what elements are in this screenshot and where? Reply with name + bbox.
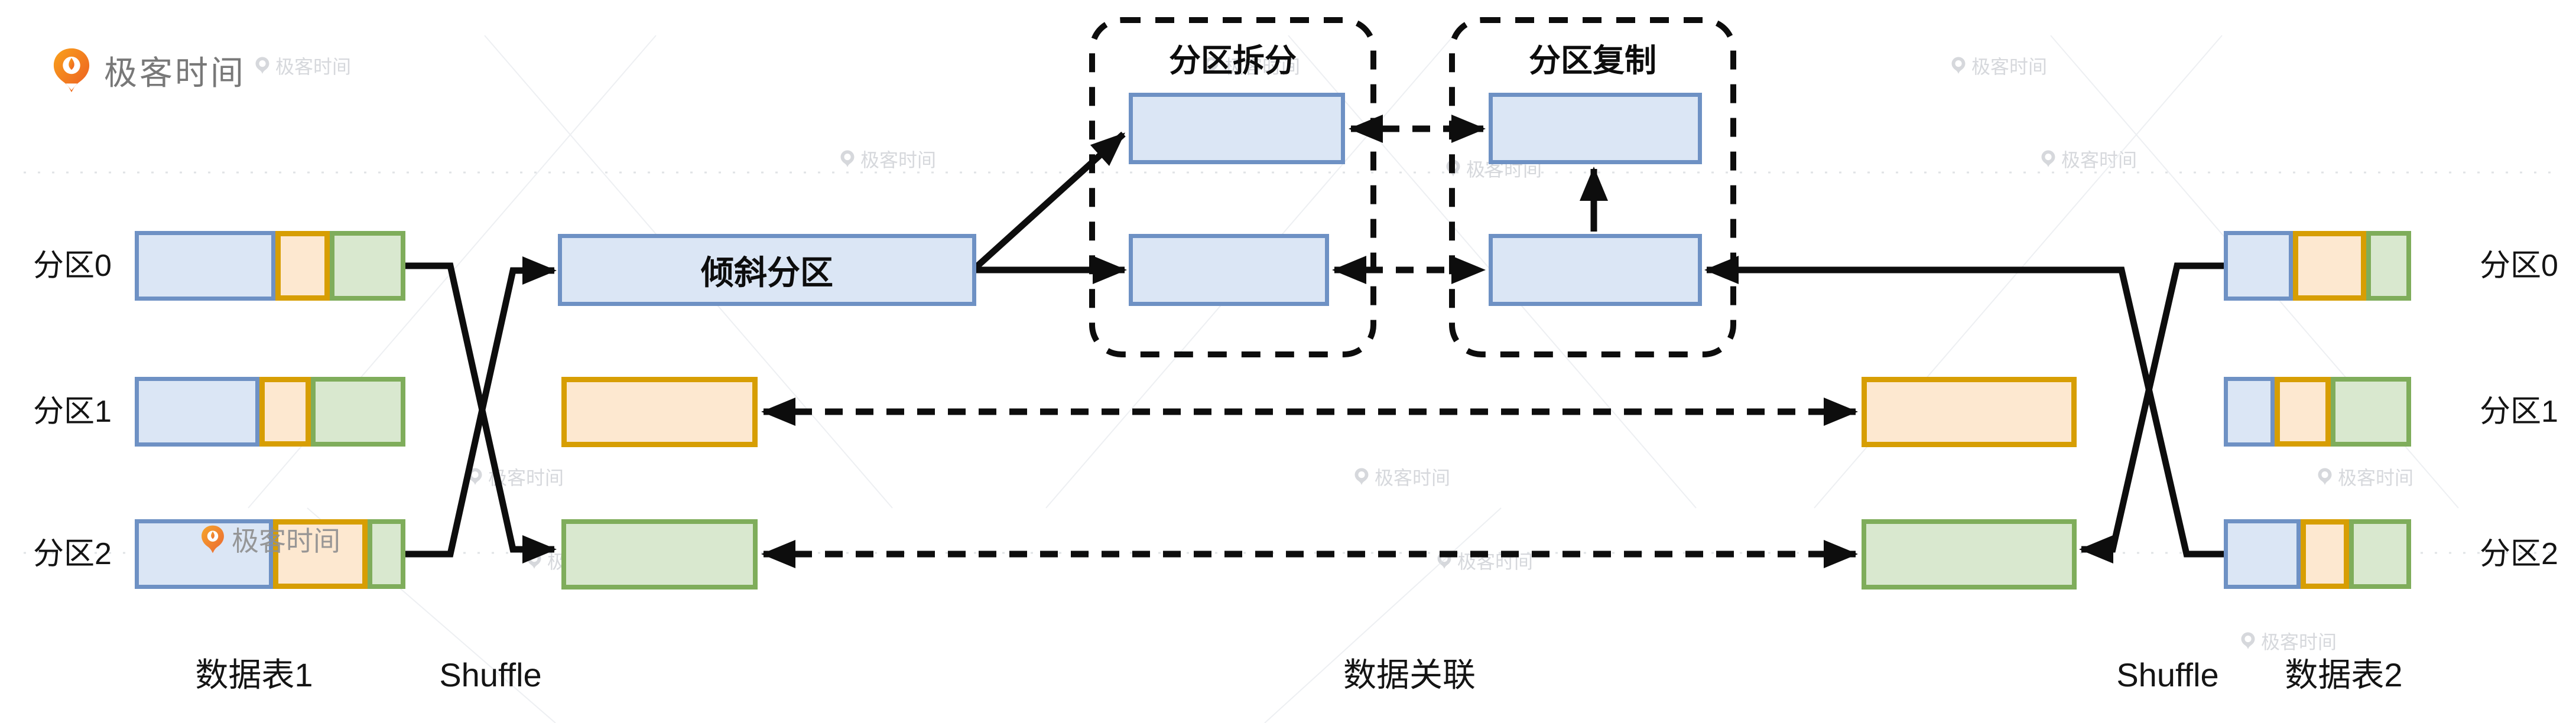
copy-bottom-box: [1489, 234, 1702, 306]
split-bottom-box: [1129, 234, 1329, 306]
right-partition1-bar: [2224, 377, 2411, 447]
orange-partition-box-left: [561, 377, 758, 447]
partition-segment-orange: [259, 377, 311, 447]
skewed-to-split-top-arrow: [974, 131, 1126, 270]
brand-pin-icon: [53, 48, 90, 93]
partition-split-container: [1089, 17, 1376, 357]
watermark: 极客时间: [1353, 463, 1450, 490]
shuffle-left-label: Shuffle: [439, 656, 542, 693]
partition-split-title: 分区拆分: [1169, 43, 1297, 79]
left-partition1-bar: [135, 377, 405, 447]
partition-copy-title: 分区复制: [1529, 43, 1656, 79]
shuffle-right-label: Shuffle: [2116, 656, 2219, 693]
right-partition0-bar: [2224, 231, 2411, 301]
watermark: 极客时间: [2040, 145, 2137, 172]
brand-logo-text: 极客时间: [104, 54, 246, 92]
watermark: 极客时间: [1950, 52, 2047, 79]
watermark-colored-pin-icon: [202, 525, 224, 553]
partition-segment-green: [2349, 519, 2411, 589]
right-partition2-bar: [2224, 519, 2411, 589]
partition-segment-orange: [2274, 377, 2331, 447]
right-table-caption: 数据表2: [2285, 656, 2403, 693]
watermark: 极客时间: [2240, 627, 2337, 654]
right-partition0-label: 分区0: [2480, 249, 2558, 283]
orange-partition-box-right: [1862, 377, 2077, 447]
right-partition1-label: 分区1: [2480, 395, 2558, 429]
partition-segment-blue: [2224, 519, 2301, 589]
partition-segment-green: [310, 377, 405, 447]
skewed-partition-box: 倾斜分区: [558, 234, 976, 306]
partition-segment-orange: [2293, 231, 2366, 301]
watermark-colored: 极客时间: [200, 520, 340, 559]
partition-segment-orange: [275, 231, 330, 301]
green-partition-box-right: [1862, 519, 2077, 590]
watermark: 极客时间: [1203, 52, 1300, 79]
partition-segment-blue: [135, 377, 259, 447]
left-partition1-label: 分区1: [33, 395, 112, 429]
left-partition0-bar: [135, 231, 405, 301]
partition-segment-green: [2330, 377, 2411, 447]
watermark: 极客时间: [2317, 463, 2413, 490]
partition-segment-orange: [272, 519, 368, 589]
partition-segment-blue: [2224, 377, 2275, 447]
watermark: 极客时间: [839, 145, 936, 172]
data-join-label: 数据关联: [1343, 656, 1476, 693]
green-partition-box-left: [561, 519, 758, 590]
right-partition2-label: 分区2: [2480, 537, 2558, 571]
left-table-caption: 数据表1: [195, 656, 313, 693]
left-partition0-label: 分区0: [33, 249, 112, 283]
watermark: 极客时间: [254, 52, 351, 79]
watermark-dotted-rows: [24, 171, 2559, 554]
shuffle-right-cross-arrow-to-copy: [1704, 256, 2224, 558]
partition-segment-blue: [135, 231, 276, 301]
shuffle-left-cross-arrow-to-skewed: [405, 256, 557, 558]
brand-logo: 极客时间: [51, 45, 246, 96]
partition-segment-green: [367, 519, 405, 589]
dashed-arrows: [761, 115, 1858, 568]
copy-top-box: [1489, 93, 1702, 164]
shuffle-right-cross-arrow-to-green: [2079, 262, 2224, 564]
left-partition2-label: 分区2: [33, 537, 112, 571]
partition-segment-green: [2366, 231, 2411, 301]
partition-segment-green: [329, 231, 405, 301]
split-top-box: [1129, 93, 1345, 164]
skewed-partition-label: 倾斜分区: [701, 253, 833, 291]
partition-segment-blue: [2224, 231, 2294, 301]
partition-segment-orange: [2300, 519, 2350, 589]
solid-arrows: [405, 131, 2224, 564]
partition-copy-container: [1449, 17, 1736, 357]
